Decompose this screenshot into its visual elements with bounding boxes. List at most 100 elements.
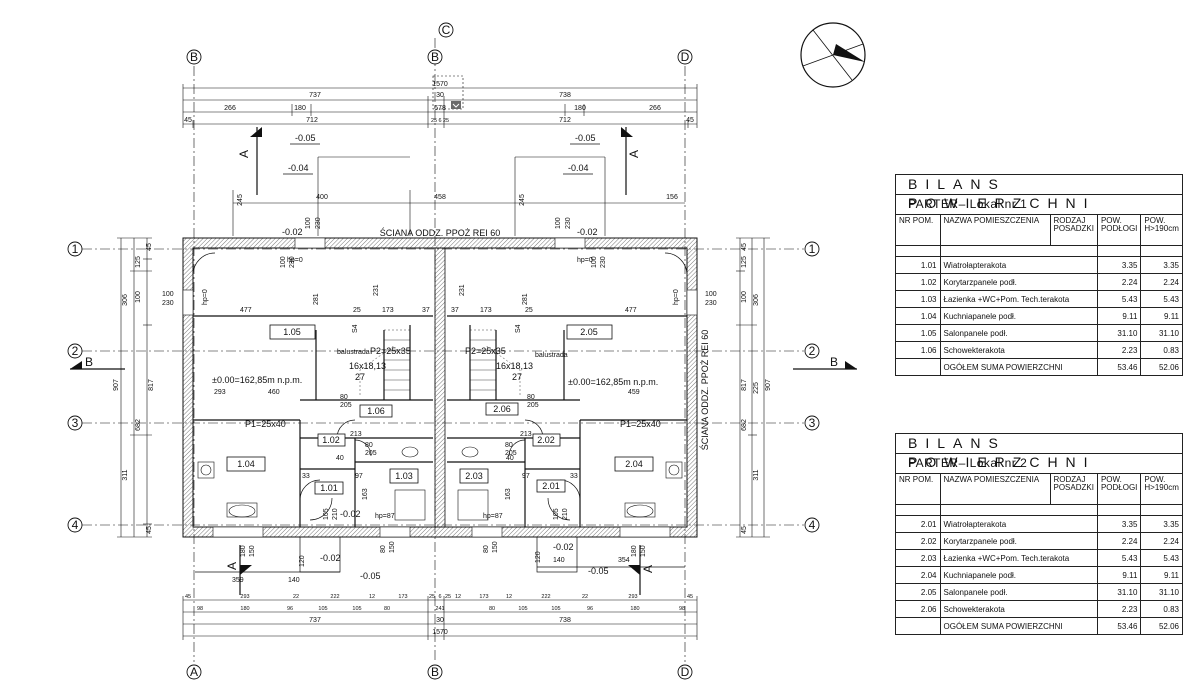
cell-floor: terakota	[977, 519, 1007, 529]
table-row: 2.01 Wiatrołapterakota 3.35 3.35	[896, 515, 1182, 533]
chevron-down-icon[interactable]	[451, 101, 461, 109]
elev-bottom-left: -0.02	[320, 553, 341, 563]
table-total-row: OGÓŁEM SUMA POWIERZCHNI 53.46 52.06	[896, 358, 1182, 375]
col-header-nr: NR POM.	[896, 215, 941, 246]
axis-label-left-1: 1	[72, 242, 79, 256]
dim-top-266-right: 266	[649, 105, 661, 112]
door-swing-right	[664, 252, 688, 276]
elev-entry-bottom-left: -0.02	[340, 509, 361, 519]
table-total-row: OGÓŁEM SUMA POWIERZCHNI 53.46 52.06	[896, 617, 1182, 634]
dim-281-right: 281	[522, 293, 529, 305]
section-label-a: A	[641, 565, 655, 573]
cell-nr: 2.01	[896, 515, 941, 533]
door-left-w: 100	[280, 256, 287, 268]
cell-name: Wiatrołap	[943, 519, 978, 529]
table-row: 2.06 Schowekterakota 2.23 0.83	[896, 600, 1182, 618]
axis-bubble-top-b-left	[186, 49, 202, 65]
dim-477-left: 477	[240, 307, 252, 314]
dim-140-left: 140	[288, 577, 300, 584]
section-label-a: A	[627, 150, 641, 158]
section-label-b: B	[85, 355, 93, 369]
cell-name: Korytarz	[943, 536, 974, 546]
cell-name: Schowek	[943, 604, 976, 614]
axis-label-left-3: 3	[72, 416, 79, 430]
dim-right-311: 311	[753, 469, 760, 480]
dim-bottom-30: 30	[436, 617, 444, 624]
section-label-a: A	[225, 562, 239, 570]
cell-area190: 5.43	[1140, 290, 1182, 308]
window-top-right-w: 100	[555, 217, 562, 229]
axis-label-top-d: D	[681, 50, 690, 64]
col-header-floor: RODZAJ POSADZKI	[1050, 215, 1098, 246]
dim-231-left: 231	[373, 284, 380, 296]
dim-right-225: 225	[753, 382, 760, 394]
north-arrow-icon	[800, 22, 866, 88]
dim-120-right: 120	[535, 551, 542, 563]
dim-top-25b: 25	[443, 118, 449, 124]
dim-40-right: 40	[506, 455, 514, 462]
axis-bubble-right-4	[804, 517, 820, 533]
axis-bubble-bottom-a	[186, 664, 202, 680]
dim-b2-3: 105	[318, 606, 327, 612]
cell-floor: terakota	[977, 260, 1007, 270]
stairs-spec-left: 16x18,13	[349, 361, 386, 371]
dim-80-door-left: 80	[365, 442, 373, 449]
dim-163-left: 163	[362, 488, 369, 500]
area-table-unit-1: BILANS POWIERZCHNI PARTER– Lokal nr 1 NR…	[895, 174, 1183, 376]
dim-205-stairs-left: 205	[340, 402, 352, 409]
dim-80-stairs-left: 80	[340, 394, 348, 401]
dim-top-half-left: 737	[309, 92, 321, 99]
dim-top-266-left: 266	[224, 105, 236, 112]
steps-left: 27	[355, 372, 365, 382]
dim-245-right: 245	[519, 194, 526, 206]
col-header-nr: NR POM.	[896, 474, 941, 505]
axis-label-left-2: 2	[72, 344, 79, 358]
elev-top-left-2: -0.04	[288, 163, 309, 173]
dim-163-right: 163	[505, 488, 512, 500]
dim-b1-15: 45	[687, 594, 693, 600]
hp87-left: hp=87	[375, 513, 395, 520]
table-row: 1.06 Schowekterakota 2.23 0.83	[896, 341, 1182, 359]
dim-210-right: 210	[562, 508, 569, 520]
dim-120-left: 120	[299, 555, 306, 567]
axis-bubble-bottom-b	[427, 664, 443, 680]
level-label-left: ±0.00=162,85m n.p.m.	[212, 375, 302, 385]
cell-floor: panele podł.	[963, 587, 1008, 597]
elev-entry-right: -0.02	[577, 227, 598, 237]
section-marker-b-left: B	[70, 355, 125, 370]
elev-entry-left: -0.02	[282, 227, 303, 237]
axis-bubble-top-b-mid	[427, 49, 443, 65]
door-right-w: 100	[591, 256, 598, 268]
dim-top-45-right: 45	[686, 117, 694, 124]
dim-97-left: 97	[355, 473, 363, 480]
dim-top-total: 1570	[432, 81, 448, 88]
cell-name: Kuchnia	[943, 570, 973, 580]
dim-459: 459	[628, 389, 640, 396]
fire-wall-label: ŚCIANA ODDZ. PPOŻ REI 60	[380, 227, 501, 238]
stairs-left	[359, 329, 411, 401]
lintel-p1-left: P1=25x40	[245, 419, 286, 429]
room-1-05: 1.05	[283, 327, 301, 337]
dim-b1-0: 45	[185, 594, 191, 600]
table-row: 1.01 Wiatrołapterakota 3.35 3.35	[896, 256, 1182, 274]
dim-293-left: 293	[214, 389, 226, 396]
axis-bubble-bottom-d	[677, 664, 693, 680]
dim-173-right: 173	[480, 307, 492, 314]
cell-area: 9.11	[1097, 566, 1142, 584]
total-label: OGÓŁEM SUMA POWIERZCHNI	[940, 617, 1098, 634]
window-top-right-h: 230	[565, 217, 572, 229]
cell-area190: 9.11	[1140, 566, 1182, 584]
dim-33-right: 33	[570, 473, 578, 480]
room-2-05: 2.05	[580, 327, 598, 337]
cell-area: 3.35	[1097, 256, 1142, 274]
dim-left-306: 306	[122, 294, 129, 306]
dim-top-712-right: 712	[559, 117, 571, 124]
dim-top-712-left: 712	[306, 117, 318, 124]
room-2-06: 2.06	[493, 404, 511, 414]
dim-b2-5: 80	[384, 606, 390, 612]
section-marker-a-bottom-left: A	[225, 545, 252, 595]
room-1-03: 1.03	[395, 471, 413, 481]
dim-bottom-738: 738	[559, 617, 571, 624]
cell-area: 2.23	[1097, 341, 1142, 359]
